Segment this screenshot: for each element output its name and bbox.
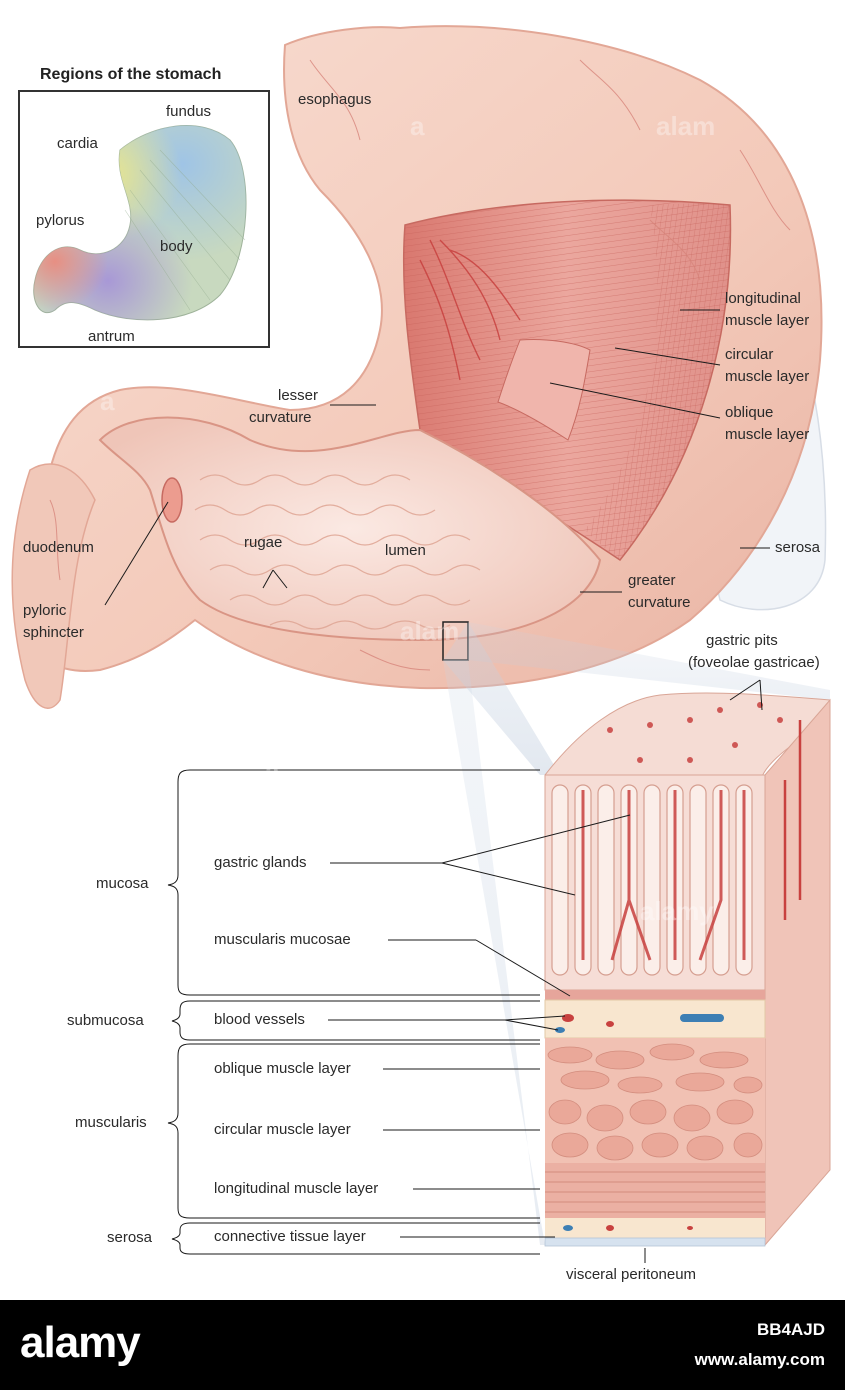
leader-lines bbox=[104, 309, 770, 1263]
esophagus-label: esophagus bbox=[298, 91, 372, 108]
layer-brackets bbox=[167, 769, 540, 1255]
regions-inset-frame bbox=[18, 90, 270, 348]
svg-text:alamy: alamy bbox=[640, 896, 714, 926]
svg-text:a: a bbox=[265, 1156, 280, 1186]
mucosa-label: mucosa bbox=[96, 875, 149, 892]
pyloric-ring bbox=[161, 477, 183, 523]
greater-curvature-label-2: curvature bbox=[628, 594, 691, 611]
inset-fundus-label: fundus bbox=[166, 103, 212, 120]
svg-text:a: a bbox=[100, 386, 115, 416]
longitudinal-muscle-label: longitudinal muscle layer bbox=[214, 1180, 379, 1197]
blood-vessels-label: blood vessels bbox=[214, 1011, 305, 1028]
longitudinal-label-1: longitudinal bbox=[725, 290, 801, 307]
muscularis-mucosae-label: muscularis mucosae bbox=[214, 931, 351, 948]
submucosa-label: submucosa bbox=[67, 1012, 144, 1029]
tissue-top bbox=[544, 692, 831, 786]
serosa-top-label: serosa bbox=[775, 539, 821, 556]
stock-footer-bar: alamy BB4AJD www.alamy.com bbox=[0, 1300, 845, 1390]
duodenum-label: duodenum bbox=[23, 539, 94, 556]
lesser-curvature-label-1: lesser bbox=[278, 387, 319, 404]
alamy-logo: alamy bbox=[20, 1318, 141, 1367]
lumen-label: lumen bbox=[385, 542, 426, 559]
circular-muscle-label: circular muscle layer bbox=[214, 1121, 351, 1138]
connective-tissue-label: connective tissue layer bbox=[214, 1228, 366, 1245]
svg-text:alam: alam bbox=[400, 616, 459, 646]
oblique-label-2: muscle layer bbox=[725, 426, 810, 443]
duodenum bbox=[11, 463, 96, 709]
stomach-anatomy-illustration: a alam a alam alamy a a bbox=[11, 25, 831, 1263]
oblique-label-1: oblique bbox=[725, 404, 774, 421]
oblique-patch bbox=[497, 339, 591, 441]
visceral-peritoneum-label: visceral peritoneum bbox=[566, 1266, 697, 1283]
pyloric-sphincter-label-2: sphincter bbox=[23, 624, 84, 641]
inset-pylorus-label: pylorus bbox=[36, 212, 85, 229]
submucosa-layer bbox=[544, 999, 766, 1039]
svg-text:alam: alam bbox=[656, 111, 715, 141]
watermark-a: a alam a alam alamy a a bbox=[100, 111, 715, 1186]
lumen bbox=[98, 416, 602, 642]
inset-body-label: body bbox=[160, 238, 193, 255]
serosa-bottom-label: serosa bbox=[107, 1229, 153, 1246]
inset-cardia-label: cardia bbox=[57, 135, 98, 152]
serosa-layer bbox=[545, 1218, 765, 1238]
greater-curvature-label-1: greater bbox=[628, 572, 676, 589]
longitudinal-label-2: muscle layer bbox=[725, 312, 810, 329]
lesser-curvature-label-2: curvature bbox=[249, 409, 312, 426]
gastric-glands-label: gastric glands bbox=[214, 854, 307, 871]
pyloric-sphincter-label-1: pyloric bbox=[23, 602, 67, 619]
site-url: www.alamy.com bbox=[694, 1350, 825, 1369]
image-id: BB4AJD bbox=[756, 1320, 825, 1339]
svg-text:a: a bbox=[410, 111, 425, 141]
circular-label-1: circular bbox=[725, 346, 774, 363]
svg-text:a: a bbox=[265, 756, 280, 786]
oblique-muscle-label: oblique muscle layer bbox=[214, 1060, 351, 1077]
inset-stomach bbox=[33, 125, 247, 321]
circular-label-2: muscle layer bbox=[725, 368, 810, 385]
rugae-label: rugae bbox=[244, 534, 283, 551]
inset-title: Regions of the stomach bbox=[40, 66, 222, 83]
muscularis-label: muscularis bbox=[75, 1114, 147, 1131]
inset-antrum-label: antrum bbox=[88, 328, 135, 345]
gastric-pits-label-1: gastric pits bbox=[706, 632, 778, 649]
gastric-pits-label-2: (foveolae gastricae) bbox=[688, 654, 820, 671]
